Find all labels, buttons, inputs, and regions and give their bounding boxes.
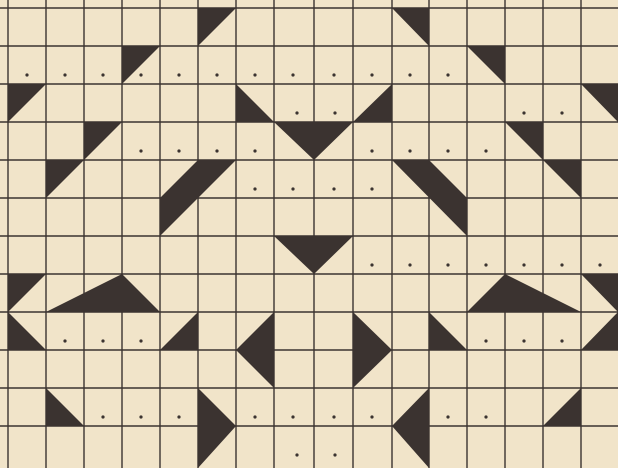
dot-mark xyxy=(408,149,411,152)
dot-mark xyxy=(295,111,298,114)
dot-mark xyxy=(598,263,601,266)
dot-mark xyxy=(370,73,373,76)
dot-mark xyxy=(101,415,104,418)
dot-mark xyxy=(63,339,66,342)
dot-mark xyxy=(291,73,294,76)
dot-mark xyxy=(139,415,142,418)
dot-mark xyxy=(215,149,218,152)
dot-mark xyxy=(446,263,449,266)
dot-mark xyxy=(253,73,256,76)
dot-mark xyxy=(253,149,256,152)
dot-mark xyxy=(446,415,449,418)
dot-mark xyxy=(333,453,336,456)
dot-mark xyxy=(370,263,373,266)
dot-mark xyxy=(408,263,411,266)
dot-mark xyxy=(484,149,487,152)
dot-mark xyxy=(139,339,142,342)
dot-mark xyxy=(139,149,142,152)
dot-mark xyxy=(370,415,373,418)
dot-mark xyxy=(63,73,66,76)
dot-mark xyxy=(139,73,142,76)
dot-mark xyxy=(177,149,180,152)
dot-mark xyxy=(25,73,28,76)
dot-mark xyxy=(484,415,487,418)
dot-mark xyxy=(560,263,563,266)
dot-mark xyxy=(446,149,449,152)
dot-mark xyxy=(370,187,373,190)
dot-mark xyxy=(253,187,256,190)
dot-mark xyxy=(177,415,180,418)
dot-mark xyxy=(332,187,335,190)
dot-mark xyxy=(177,73,180,76)
dot-mark xyxy=(291,187,294,190)
dot-mark xyxy=(484,263,487,266)
dot-mark xyxy=(101,339,104,342)
dot-mark xyxy=(101,73,104,76)
dot-mark xyxy=(560,111,563,114)
dot-mark xyxy=(522,263,525,266)
dot-mark xyxy=(560,339,563,342)
dot-mark xyxy=(408,73,411,76)
dot-mark xyxy=(522,339,525,342)
dot-mark xyxy=(446,73,449,76)
dot-mark xyxy=(333,111,336,114)
dot-mark xyxy=(215,73,218,76)
dot-mark xyxy=(332,415,335,418)
dot-mark xyxy=(522,111,525,114)
dot-mark xyxy=(253,415,256,418)
dot-mark xyxy=(291,415,294,418)
dot-mark xyxy=(295,453,298,456)
dot-mark xyxy=(370,149,373,152)
dot-mark xyxy=(484,339,487,342)
dot-mark xyxy=(332,73,335,76)
